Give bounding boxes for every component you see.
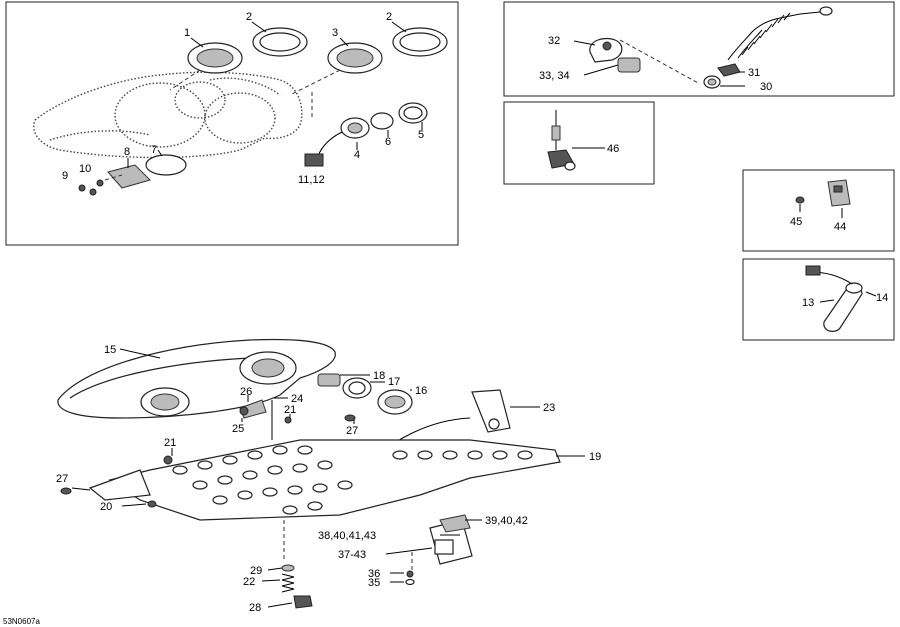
- coiled-cord: [727, 6, 833, 61]
- bulb-18: [317, 373, 341, 387]
- callout-32: 32: [548, 35, 560, 47]
- harness-connector: [304, 153, 324, 167]
- panel-sensor: 46: [503, 101, 655, 185]
- callout-4: 4: [354, 149, 360, 161]
- nut-20: [147, 500, 157, 508]
- callout-33-34: 33, 34: [539, 70, 570, 82]
- callout-21b: 21: [164, 437, 176, 449]
- callout-44: 44: [834, 221, 846, 233]
- callout-2a: 2: [246, 11, 252, 23]
- callout-36: 36: [368, 568, 380, 580]
- callout-11-12: 11,12: [298, 174, 325, 186]
- callout-14: 14: [876, 292, 888, 304]
- callout-46: 46: [607, 143, 619, 155]
- nut-9: [78, 184, 86, 192]
- bracket-23: [471, 389, 511, 433]
- screw-45: [795, 196, 805, 204]
- callout-45: 45: [790, 216, 802, 228]
- callout-29: 29: [250, 565, 262, 577]
- callout-23: 23: [543, 402, 555, 414]
- seal-6: [370, 112, 394, 130]
- switch-housing: [617, 57, 641, 73]
- callout-27a: 27: [346, 425, 358, 437]
- callout-22: 22: [243, 576, 255, 588]
- callout-20: 20: [100, 501, 112, 513]
- callout-3: 3: [332, 27, 338, 39]
- screw-27a: [344, 414, 356, 422]
- knob-28: [293, 595, 313, 609]
- clip-44: [827, 179, 851, 207]
- callout-39-40-42: 39,40,42: [485, 515, 528, 527]
- callout-9: 9: [62, 170, 68, 182]
- callout-24: 24: [291, 393, 303, 405]
- callout-28: 28: [249, 602, 261, 614]
- callout-13: 13: [802, 297, 814, 309]
- callout-18: 18: [373, 370, 385, 382]
- panel-clip: 45 44: [742, 169, 895, 252]
- callout-15: 15: [104, 344, 116, 356]
- callout-27b: 27: [56, 473, 68, 485]
- callout-21a: 21: [284, 404, 296, 416]
- callout-30: 30: [760, 81, 772, 93]
- callout-6: 6: [385, 136, 391, 148]
- panel-headlight-assembly: 1 2 3 2 5 6 4 7 8 10 9 11,12: [5, 1, 459, 246]
- nut-10: [96, 179, 104, 187]
- callout-19: 19: [589, 451, 601, 463]
- support-plate-19: [108, 439, 561, 521]
- nut-21b: [163, 455, 173, 465]
- side-bracket: [88, 469, 151, 501]
- drawing-code: 53N0607a: [3, 617, 40, 626]
- callout-38-40-41-43: 38,40,41,43: [318, 530, 376, 542]
- callout-7: 7: [151, 144, 157, 156]
- callout-25: 25: [232, 423, 244, 435]
- nut-36: [406, 570, 414, 578]
- callout-1: 1: [184, 27, 190, 39]
- panel-tether-switch: 32 33, 34 31 30: [503, 1, 895, 97]
- grip-connector: [805, 265, 821, 276]
- spring-22: [281, 573, 295, 593]
- panel-heated-grip: 13 14: [742, 258, 895, 341]
- washer-35: [405, 578, 415, 586]
- callout-35: 35: [368, 577, 380, 589]
- callout-31: 31: [748, 67, 760, 79]
- bracket-8: [107, 164, 151, 189]
- screw-27b: [60, 487, 72, 495]
- gasket-7: [145, 154, 187, 176]
- washer-29: [281, 564, 295, 572]
- plate-holes: [172, 445, 533, 515]
- main-headlight-support: 15 18 17 16 26 24 21 27 25 23 21 19 27 2…: [56, 338, 601, 614]
- callout-16: 16: [415, 385, 427, 397]
- callout-2b: 2: [386, 11, 392, 23]
- callout-37-43: 37-43: [338, 549, 366, 561]
- callout-26: 26: [240, 386, 252, 398]
- callout-17: 17: [388, 376, 400, 388]
- callout-5: 5: [418, 129, 424, 141]
- callout-10: 10: [79, 163, 91, 175]
- nut-21a: [284, 416, 292, 424]
- callout-8: 8: [124, 146, 130, 158]
- tether-cap-31: [717, 63, 741, 77]
